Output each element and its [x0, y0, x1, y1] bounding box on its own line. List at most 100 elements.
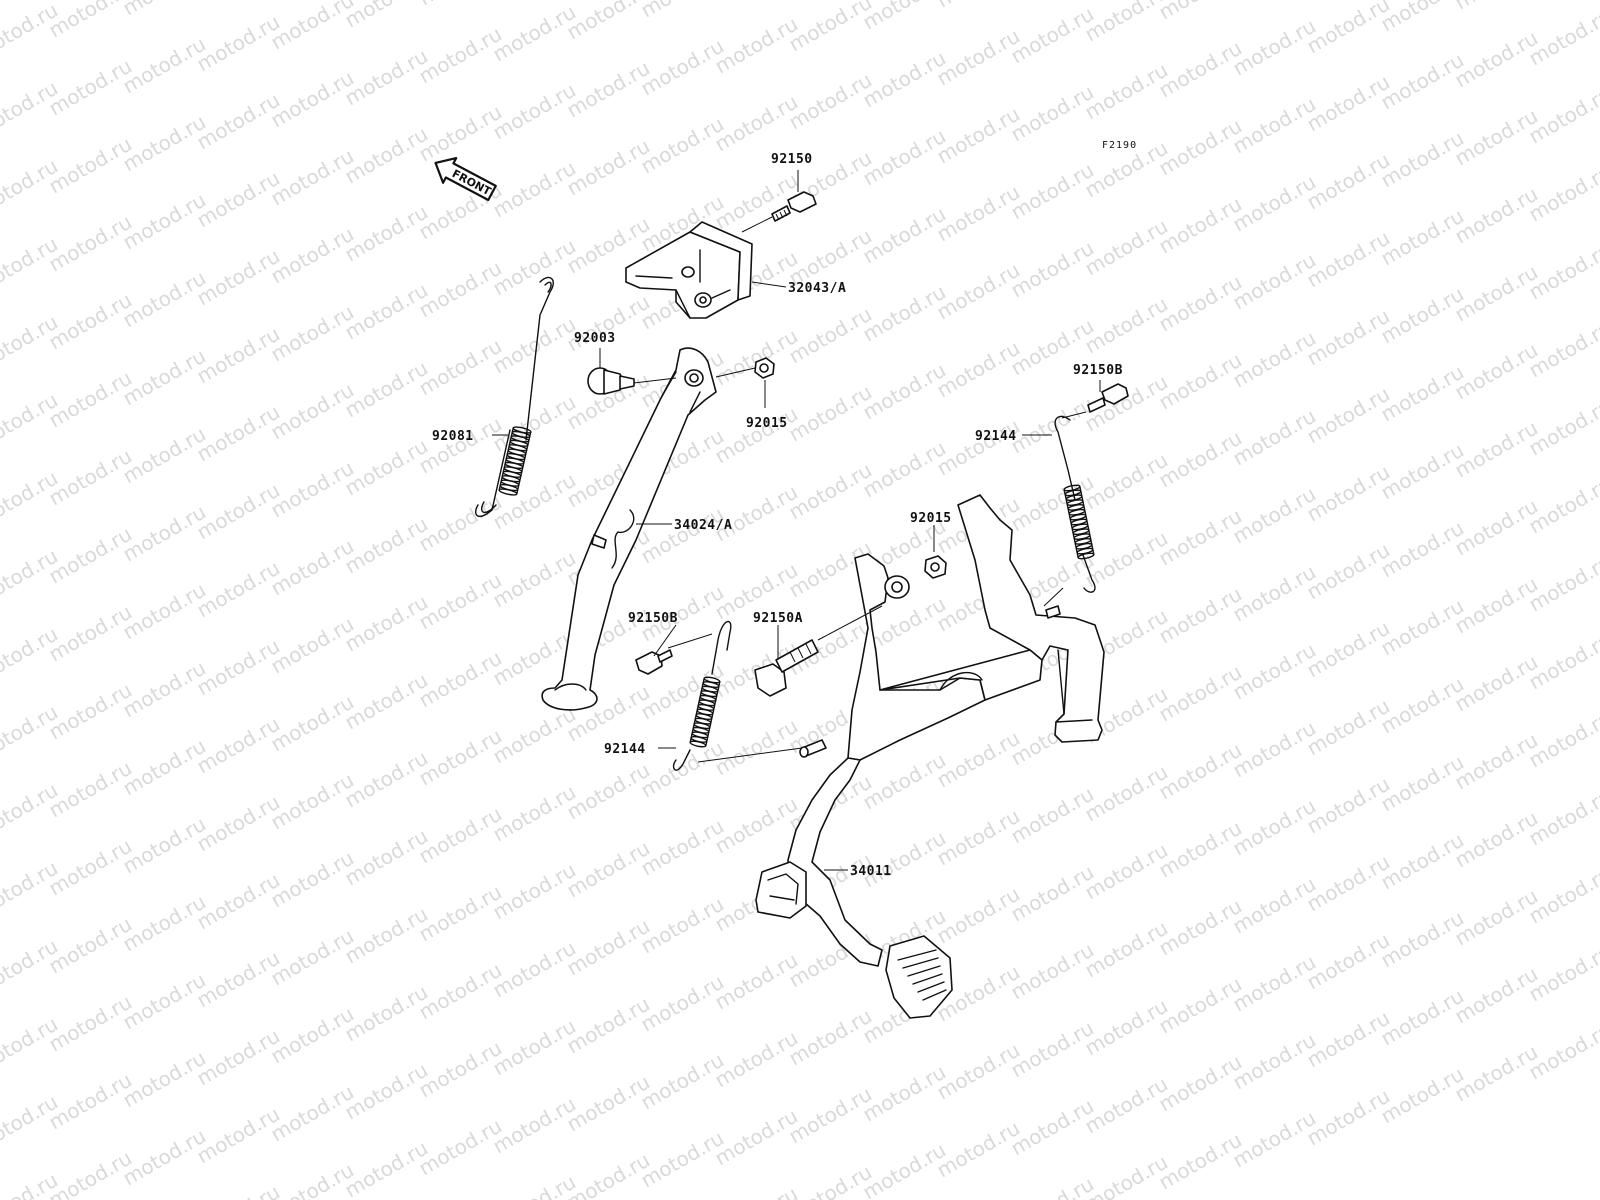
watermark-text: motod.ru — [119, 812, 210, 879]
watermark-text: motod.ru — [193, 88, 284, 155]
watermark-text: motod.ru — [1081, 448, 1172, 515]
spring-92144-left-icon — [672, 620, 732, 771]
watermark-text: motod.ru — [1451, 728, 1542, 795]
watermark-text: motod.ru — [415, 802, 506, 869]
watermark-text: motod.ru — [267, 768, 358, 835]
watermark-text: motod.ru — [1377, 828, 1468, 895]
watermark-text: motod.ru — [415, 256, 506, 323]
watermark-text: motod.ru — [785, 458, 876, 525]
watermark-text: motod.ru — [1155, 0, 1246, 24]
label-92081: 92081 — [432, 429, 474, 444]
watermark-text: motod.ru — [119, 1046, 210, 1113]
watermark-text: motod.ru — [341, 200, 432, 267]
watermark-text: motod.ru — [1229, 950, 1320, 1017]
label-92144-left: 92144 — [604, 742, 646, 757]
spring-edge — [516, 431, 532, 495]
watermark-text: motod.ru — [489, 234, 580, 301]
watermark-text: motod.ru — [1007, 1016, 1098, 1083]
watermark-text: motod.ru — [859, 436, 950, 503]
watermark-text: motod.ru — [1081, 1072, 1172, 1139]
watermark-text: motod.ru — [1377, 906, 1468, 973]
watermark-text: motod.ru — [1155, 504, 1246, 571]
watermark-text: motod.ru — [711, 12, 802, 79]
watermark-text: motod.ru — [45, 522, 136, 589]
watermark-text: motod.ru — [1451, 26, 1542, 93]
watermark-text: motod.ru — [1377, 204, 1468, 271]
watermark-text: motod.ru — [267, 1080, 358, 1147]
watermark-text: motod.ru — [859, 124, 950, 191]
watermark-text: motod.ru — [1303, 1084, 1394, 1151]
watermark-text: motod.ru — [1229, 404, 1320, 471]
watermark-text: motod.ru — [711, 402, 802, 469]
watermark-text: motod.ru — [933, 1116, 1024, 1183]
watermark-text: motod.ru — [785, 302, 876, 369]
watermark-text: motod.ru — [1303, 226, 1394, 293]
watermark-text: motod.ru — [415, 0, 506, 10]
watermark-text: motod.ru — [489, 780, 580, 847]
main-stand-34011-icon — [755, 494, 1105, 1019]
watermark-text: motod.ru — [1377, 594, 1468, 661]
bolt-92150a-icon — [754, 639, 819, 697]
label-32043a: 32043/A — [788, 281, 846, 296]
watermark-text: motod.ru — [1303, 694, 1394, 761]
watermark-text: motod.ru — [415, 1114, 506, 1181]
watermark-text: motod.ru — [1303, 1006, 1394, 1073]
watermark-text: motod.ru — [1377, 48, 1468, 115]
watermark-text: motod.ru — [119, 0, 210, 20]
watermark-text: motod.ru — [45, 444, 136, 511]
watermark-text: motod.ru — [1229, 716, 1320, 783]
watermark-text: motod.ru — [1229, 326, 1320, 393]
watermark-text: motod.ru — [415, 1192, 506, 1200]
watermark-text: motod.ru — [1155, 1128, 1246, 1195]
spring-edge — [705, 681, 721, 747]
watermark-text: motod.ru — [1007, 236, 1098, 303]
watermark-text: motod.ru — [711, 324, 802, 391]
watermark-text: motod.ru — [489, 702, 580, 769]
watermark-text: motod.ru — [1081, 526, 1172, 593]
watermark-text: motod.ru — [637, 970, 728, 1037]
watermark-text: motod.ru — [341, 0, 432, 32]
watermark-text: motod.ru — [193, 1102, 284, 1169]
watermark-text: motod.ru — [341, 512, 432, 579]
watermark-text: motod.ru — [1377, 984, 1468, 1051]
watermark-text: motod.ru — [415, 1036, 506, 1103]
watermark-text: motod.ru — [489, 546, 580, 613]
label-92150: 92150 — [771, 152, 813, 167]
watermark-text: motod.ru — [341, 590, 432, 657]
watermark-text: motod.ru — [45, 756, 136, 823]
watermark-text: motod.ru — [267, 612, 358, 679]
watermark-text: motod.ru — [1303, 850, 1394, 917]
side-stand-34024a-icon — [541, 347, 717, 711]
watermark-text: motod.ru — [45, 1068, 136, 1135]
watermark-text: motod.ru — [933, 102, 1024, 169]
watermark-text: motod.ru — [1081, 760, 1172, 827]
watermark-text: motod.ru — [1081, 214, 1172, 281]
pedal-rib — [897, 949, 937, 961]
watermark-text: motod.ru — [563, 290, 654, 357]
spring-92144-right-icon — [1054, 415, 1096, 593]
watermark-text: motod.ru — [1377, 282, 1468, 349]
watermark-text: motod.ru — [711, 1104, 802, 1171]
watermark-text: motod.ru — [637, 814, 728, 881]
watermark-text: motod.ru — [933, 258, 1024, 325]
watermark-text: motod.ru — [1229, 248, 1320, 315]
watermark-text: motod.ru — [1155, 36, 1246, 103]
watermark-text: motod.ru — [1451, 104, 1542, 171]
watermark-text: motod.ru — [1155, 738, 1246, 805]
watermark-text: motod.ru — [1303, 538, 1394, 605]
watermark-text: motod.ru — [45, 678, 136, 745]
spring-edge — [498, 427, 514, 491]
watermark-text: motod.ru — [119, 32, 210, 99]
watermark-text: motod.ru — [711, 792, 802, 859]
watermark-text: motod.ru — [415, 22, 506, 89]
watermark-text: motod.ru — [1007, 2, 1098, 69]
watermark-text: motod.ru — [415, 412, 506, 479]
watermark-text: motod.ru — [267, 1002, 358, 1069]
watermark-text: motod.ru — [1229, 1106, 1320, 1173]
watermark-text: motod.ru — [193, 400, 284, 467]
watermark-text: motod.ru — [415, 568, 506, 635]
watermark-text: motod.ru — [119, 734, 210, 801]
watermark-text: motod.ru — [267, 300, 358, 367]
watermark-text: motod.ru — [1451, 494, 1542, 561]
